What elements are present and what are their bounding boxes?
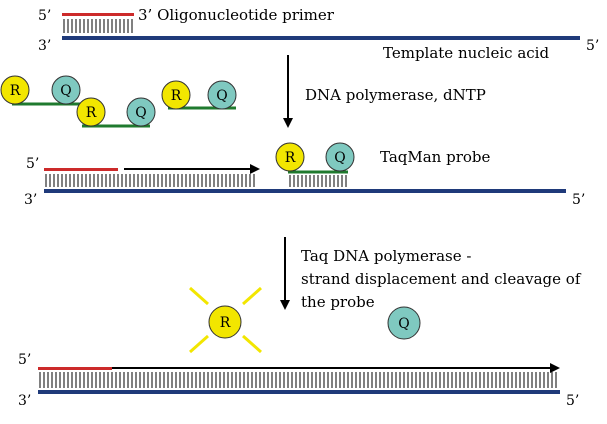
step2-group: 5’ R Q TaqMan probe 3’ 5’	[24, 142, 585, 208]
step2-strand-3-end-label: 3’	[24, 192, 37, 208]
quencher-dye	[207, 80, 237, 110]
free-probe-2: R Q	[76, 97, 156, 128]
primer-5-end-label: 5’	[38, 8, 51, 24]
probe-reporter-dye	[275, 142, 305, 172]
reporter-letter: R	[10, 83, 21, 99]
quencher-dye	[51, 75, 81, 105]
primer-base-ticks	[63, 19, 133, 33]
reporter-letter: R	[171, 88, 182, 104]
step3-strand-3-end-label: 3’	[18, 393, 31, 409]
released-reporter-dye	[208, 305, 242, 339]
step3-group: R Q 5’ 3’ 5’	[18, 286, 579, 409]
arrow2-label-line-1: Taq DNA polymerase -	[301, 247, 471, 265]
probe-quencher-letter: Q	[334, 150, 345, 166]
reporter-dye	[76, 97, 106, 127]
fluorescence-rays	[189, 286, 262, 354]
template-strand-2	[44, 189, 566, 193]
arrow2-label-line-2: strand displacement and cleavage of	[301, 270, 582, 288]
probe-reporter-letter: R	[285, 150, 296, 166]
primer-label: 3’ Oligonucleotide primer	[138, 6, 335, 24]
quencher-letter: Q	[135, 105, 146, 121]
primer-strand	[44, 168, 118, 171]
free-probes-group: R Q R Q R Q	[0, 75, 237, 128]
ray	[189, 286, 209, 306]
template1-5-end-label: 5’	[586, 38, 599, 54]
probe-label: TaqMan probe	[380, 148, 491, 166]
full-strand-ticks	[39, 372, 557, 388]
step2-strand-5-end-label: 5’	[26, 156, 39, 172]
arrow2-label-line-3: the probe	[301, 293, 375, 311]
released-quencher-dye	[387, 306, 421, 340]
quencher-letter: Q	[60, 83, 71, 99]
step2-template-5-end-label: 5’	[572, 192, 585, 208]
released-reporter-letter: R	[220, 315, 231, 331]
template-strand-1	[62, 36, 580, 40]
primer-strand	[38, 367, 112, 370]
probe-base-ticks	[289, 175, 347, 187]
reporter-letter: R	[86, 105, 97, 121]
ray	[242, 334, 262, 354]
ray	[242, 286, 262, 306]
arrow2-group: Taq DNA polymerase - strand displacement…	[280, 237, 582, 311]
step3-template-5-end-label: 5’	[566, 393, 579, 409]
reporter-dye	[0, 75, 30, 105]
template-label: Template nucleic acid	[383, 44, 549, 62]
template1-3-end-label: 3’	[38, 38, 51, 54]
probe-quencher-dye	[325, 142, 355, 172]
quencher-letter: Q	[216, 88, 227, 104]
ray	[189, 334, 209, 354]
arrow1-label: DNA polymerase, dNTP	[305, 86, 486, 104]
template-strand-3	[38, 390, 560, 394]
step1-group: 5’ 3’ Oligonucleotide primer 3’ 5’ Templ…	[38, 6, 599, 62]
extended-strand-ticks	[45, 174, 255, 187]
reporter-dye	[161, 80, 191, 110]
quencher-dye	[126, 97, 156, 127]
arrow1-group: DNA polymerase, dNTP	[283, 55, 486, 128]
free-probe-1: R Q	[0, 75, 82, 106]
step3-strand-5-end-label: 5’	[18, 352, 31, 368]
free-probe-3: R Q	[161, 80, 237, 110]
released-quencher-letter: Q	[398, 316, 409, 332]
primer-strand	[62, 13, 134, 16]
